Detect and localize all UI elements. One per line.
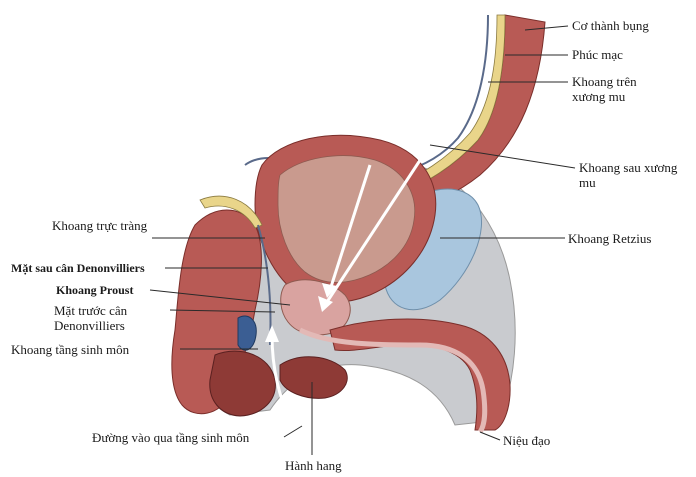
leader-perineal-approach	[284, 426, 302, 437]
label-peritoneum: Phúc mạc	[572, 47, 623, 62]
label-urethra: Niệu đạo	[503, 433, 550, 448]
label-retropubic-space: Khoang sau xương mu	[579, 160, 694, 190]
label-rectal-space: Khoang trực tràng	[52, 218, 147, 233]
label-retzius-space: Khoang Retzius	[568, 231, 651, 246]
label-perineal-approach: Đường vào qua tầng sinh môn	[92, 430, 249, 445]
label-perineal-space: Khoang tầng sinh môn	[11, 342, 129, 357]
label-suprapubic-space: Khoang trên xương mu	[572, 74, 662, 104]
label-abdominal-wall: Cơ thành bụng	[572, 18, 649, 33]
leader-urethra	[480, 432, 500, 440]
label-bulb-cavernosum: Hành hang	[285, 458, 342, 473]
label-posterior-denonvilliers: Mặt sau cân Denonvilliers	[11, 261, 145, 276]
label-proust-space: Khoang Proust	[56, 283, 133, 298]
label-anterior-denonvilliers: Mặt trước cân Denonvilliers	[54, 303, 169, 333]
